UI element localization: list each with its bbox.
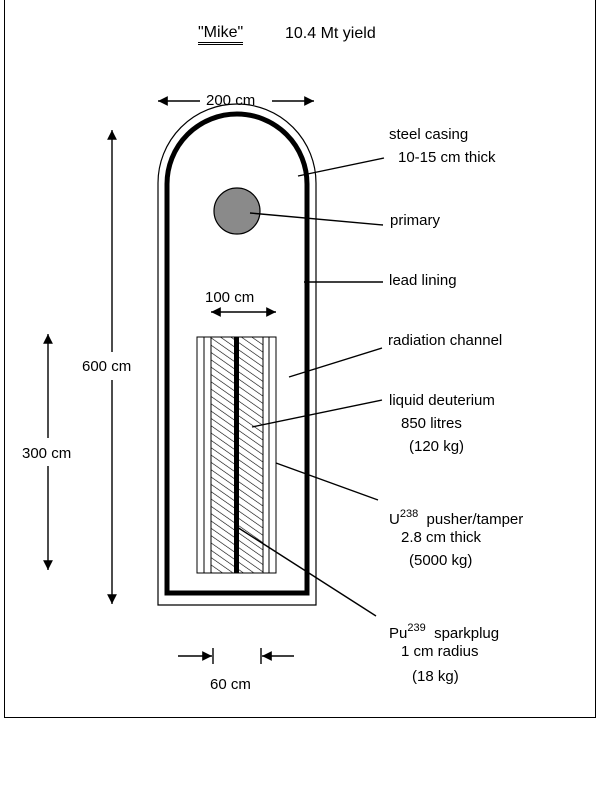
leader-liquid-deuterium <box>251 399 383 428</box>
primary-label: primary <box>390 212 441 229</box>
sparkplug-radius: 1 cm radius <box>401 643 479 660</box>
secondary-assembly <box>196 336 277 574</box>
steel-casing-thickness: 10-15 cm thick <box>398 149 496 166</box>
radiation-channel-label: radiation channel <box>388 332 503 349</box>
pusher-mass: (5000 kg) <box>409 552 473 569</box>
width-60-label: 60 cm <box>210 676 251 693</box>
height-300-label: 300 cm <box>22 445 72 462</box>
width-200-label: 200 cm <box>206 92 256 109</box>
sparkplug-element: Pu <box>389 625 408 642</box>
leader-steel-casing <box>297 157 385 177</box>
device-name: "Mike" <box>198 24 244 41</box>
pusher-isotope: 238 <box>399 508 419 520</box>
leader-sparkplug <box>236 526 377 617</box>
liquid-deuterium-volume: 850 litres <box>401 415 462 432</box>
leader-primary <box>249 212 384 226</box>
sparkplug-name: sparkplug <box>434 625 500 642</box>
leader-lines <box>236 157 385 617</box>
sparkplug-isotope: 239 <box>407 622 426 634</box>
steel-casing-outline <box>157 103 317 606</box>
leader-radiation-channel <box>288 347 383 378</box>
sparkplug-label: Pu239 sparkplug <box>389 620 499 642</box>
height-600-label: 600 cm <box>82 358 132 375</box>
pusher-element: U <box>389 511 400 528</box>
lead-lining-label: lead lining <box>389 272 457 289</box>
page-frame <box>4 0 596 718</box>
pusher-name: pusher/tamper <box>426 511 524 528</box>
pusher-thickness: 2.8 cm thick <box>401 529 482 546</box>
liquid-deuterium-mass: (120 kg) <box>409 438 465 455</box>
pusher-label: U238 pusher/tamper <box>389 506 523 528</box>
steel-casing-label: steel casing <box>389 126 469 143</box>
primary-sphere <box>213 187 261 235</box>
sparkplug-mass: (18 kg) <box>412 668 459 685</box>
liquid-deuterium-label: liquid deuterium <box>389 392 495 409</box>
lead-lining <box>164 111 310 596</box>
yield-label: 10.4 Mt yield <box>285 25 376 42</box>
leader-pusher <box>275 462 379 501</box>
width-100-label: 100 cm <box>205 289 255 306</box>
